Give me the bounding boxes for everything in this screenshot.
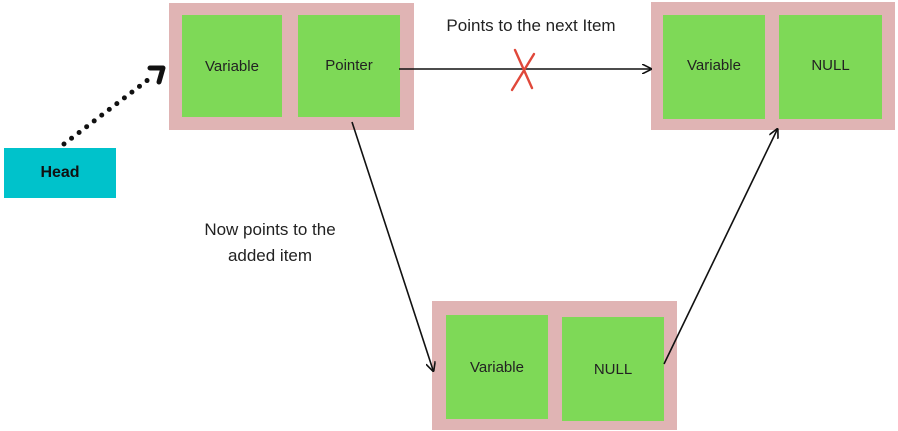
node-last: Variable NULL — [651, 2, 895, 130]
old-link-annotation: Points to the next Item — [420, 13, 642, 39]
node-first: Variable Pointer — [169, 3, 414, 130]
node-first-variable-cell: Variable — [182, 15, 282, 117]
node-last-null-cell: NULL — [779, 15, 882, 119]
node-added: Variable NULL — [432, 301, 677, 430]
head-pointer-arrowhead — [147, 65, 166, 85]
added-to-next-arrow — [663, 130, 777, 365]
node-added-null-cell: NULL — [562, 317, 664, 421]
head-label-box: Head — [4, 148, 116, 198]
head-label: Head — [40, 164, 80, 181]
broken-link-cross-icon — [510, 48, 536, 92]
head-pointer-arrow — [61, 73, 156, 147]
node-added-variable-label: Variable — [470, 358, 524, 376]
new-link-annotation-line2: added item — [227, 246, 313, 265]
old-link-annotation-text: Points to the next Item — [446, 16, 616, 35]
node-last-variable-label: Variable — [687, 57, 741, 74]
node-last-null-label: NULL — [811, 57, 850, 74]
new-link-annotation-line1: Now points to the — [204, 220, 336, 239]
node-added-variable-cell: Variable — [446, 315, 548, 419]
node-first-variable-label: Variable — [205, 57, 259, 75]
new-link-arrow — [351, 121, 433, 370]
node-first-pointer-cell: Pointer — [298, 15, 400, 117]
node-last-variable-cell: Variable — [663, 15, 765, 119]
new-link-annotation: Now points to the added item — [170, 217, 370, 269]
node-first-pointer-label: Pointer — [325, 57, 373, 74]
node-added-null-label: NULL — [593, 360, 633, 378]
